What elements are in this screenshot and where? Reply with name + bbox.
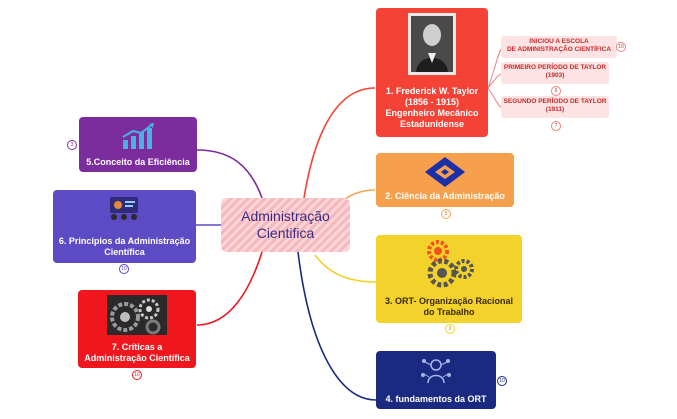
node-ciencia-administracao[interactable]: 2. Ciência da Administração — [376, 153, 514, 207]
portrait-photo — [408, 13, 456, 75]
subtopic-2-badge[interactable]: 6 — [551, 86, 561, 96]
node-conceito-eficiencia[interactable]: 5.Conceito da Eficiência — [79, 117, 197, 172]
criticas-badge[interactable]: 10 — [132, 370, 142, 380]
principios-line2: Científica — [104, 247, 145, 257]
teamwork-icon — [110, 197, 138, 220]
taylor-profession: Engenheiro Mecânico — [385, 108, 479, 118]
criticas-line2: Administração Científica — [84, 353, 190, 363]
principios-line1: 6. Princípios da Administração — [58, 236, 191, 246]
eficiencia-label: 5.Conceito da Eficiência — [86, 157, 190, 167]
node-taylor[interactable]: 1. Frederick W. Taylor (1856 - 1915) Eng… — [376, 8, 488, 137]
criticas-line1: 7. Críticas a — [111, 342, 163, 352]
taylor-name: 1. Frederick W. Taylor — [385, 86, 479, 96]
growth-chart-icon — [122, 123, 154, 149]
ort-line2: do Trabalho — [423, 307, 475, 317]
ort-badge[interactable]: 3 — [445, 324, 455, 334]
subtopic-primeiro-periodo[interactable]: PRIMEIRO PERÍODO DE TAYLOR (1903) — [501, 62, 609, 84]
node-criticas-administracao[interactable]: 7. Críticas a Administração Científica — [78, 290, 196, 368]
subtopic-3-line2: (1911) — [545, 106, 565, 113]
taylor-years: (1856 - 1915) — [404, 97, 460, 107]
subtopic-3-badge[interactable]: 7 — [551, 121, 561, 131]
node-principios-administracao[interactable]: 6. Princípios da Administração Científic… — [53, 190, 196, 263]
node-ort[interactable]: 3. ORT- Organização Racional do Trabalho — [376, 235, 522, 323]
ciencia-badge[interactable]: 5 — [441, 209, 451, 219]
taylor-nationality: Estadunidense — [399, 119, 464, 129]
subtopic-1-line1: INICIOU A ESCOLA — [529, 38, 589, 45]
central-topic-line2: Cientifica — [256, 225, 315, 241]
ort-line1: 3. ORT- Organização Racional — [384, 296, 514, 306]
subtopic-2-line1: PRIMEIRO PERÍODO DE TAYLOR — [503, 64, 607, 71]
central-topic-line1: Administração — [241, 208, 330, 224]
node-fundamentos-ort[interactable]: 4. fundamentos da ORT — [376, 351, 496, 409]
subtopic-segundo-periodo[interactable]: SEGUNDO PERÍODO DE TAYLOR (1911) — [501, 96, 609, 118]
diamond-logo-icon — [425, 157, 465, 187]
principios-badge[interactable]: 10 — [119, 264, 129, 274]
subtopic-3-line1: SEGUNDO PERÍODO DE TAYLOR — [503, 98, 607, 105]
subtopic-2-line2: (1903) — [545, 72, 565, 79]
gears-icon — [427, 240, 474, 288]
ciencia-label: 2. Ciência da Administração — [385, 191, 505, 201]
person-network-icon — [421, 359, 451, 384]
subtopic-iniciou-escola[interactable]: INICIOU A ESCOLA DE ADMINISTRAÇÃO CIENTÍ… — [501, 36, 617, 58]
fundamentos-label: 4. fundamentos da ORT — [385, 394, 487, 404]
subtopic-1-line2: DE ADMINISTRAÇÃO CIENTÍFICA — [506, 46, 612, 53]
machinery-photo — [107, 295, 167, 335]
central-topic[interactable]: Administração Cientifica — [221, 198, 350, 252]
subtopic-1-badge[interactable]: 10 — [616, 42, 626, 52]
eficiencia-badge[interactable]: 3 — [67, 140, 77, 150]
fundamentos-badge[interactable]: 10 — [497, 376, 507, 386]
